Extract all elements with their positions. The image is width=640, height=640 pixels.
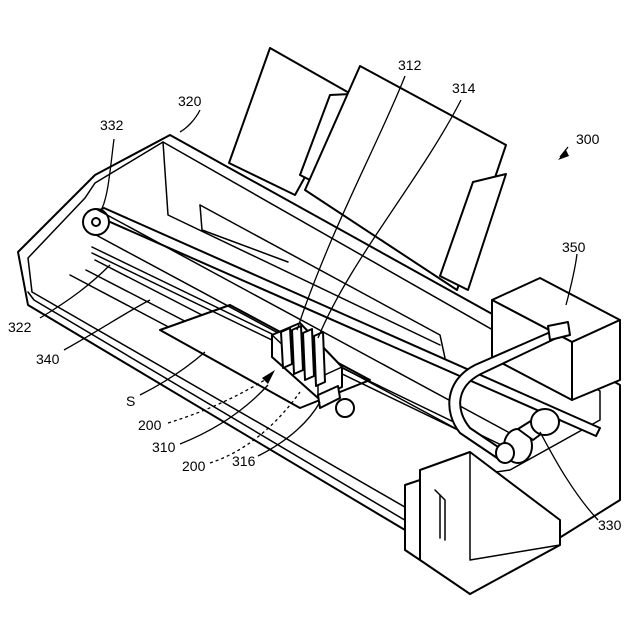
label-s: S	[126, 393, 135, 409]
label-322: 322	[8, 319, 32, 335]
label-340: 340	[36, 351, 60, 367]
label-350: 350	[562, 239, 586, 255]
label-310: 310	[152, 439, 176, 455]
label-312: 312	[398, 57, 422, 73]
ink-cartridge-4	[314, 332, 325, 386]
pulley-332	[83, 209, 109, 235]
label-320: 320	[178, 93, 202, 109]
label-332: 332	[100, 117, 124, 133]
carriage-roller	[336, 399, 354, 417]
ink-cartridge-3	[303, 329, 314, 380]
ink-cartridge-1	[281, 328, 292, 368]
label-316: 316	[232, 453, 256, 469]
label-330: 330	[598, 517, 622, 533]
label-300: 300	[576, 131, 600, 147]
label-200-a: 200	[138, 417, 162, 433]
label-314: 314	[452, 80, 476, 96]
label-200-b: 200	[182, 458, 206, 474]
ink-cartridge-2	[292, 326, 303, 374]
